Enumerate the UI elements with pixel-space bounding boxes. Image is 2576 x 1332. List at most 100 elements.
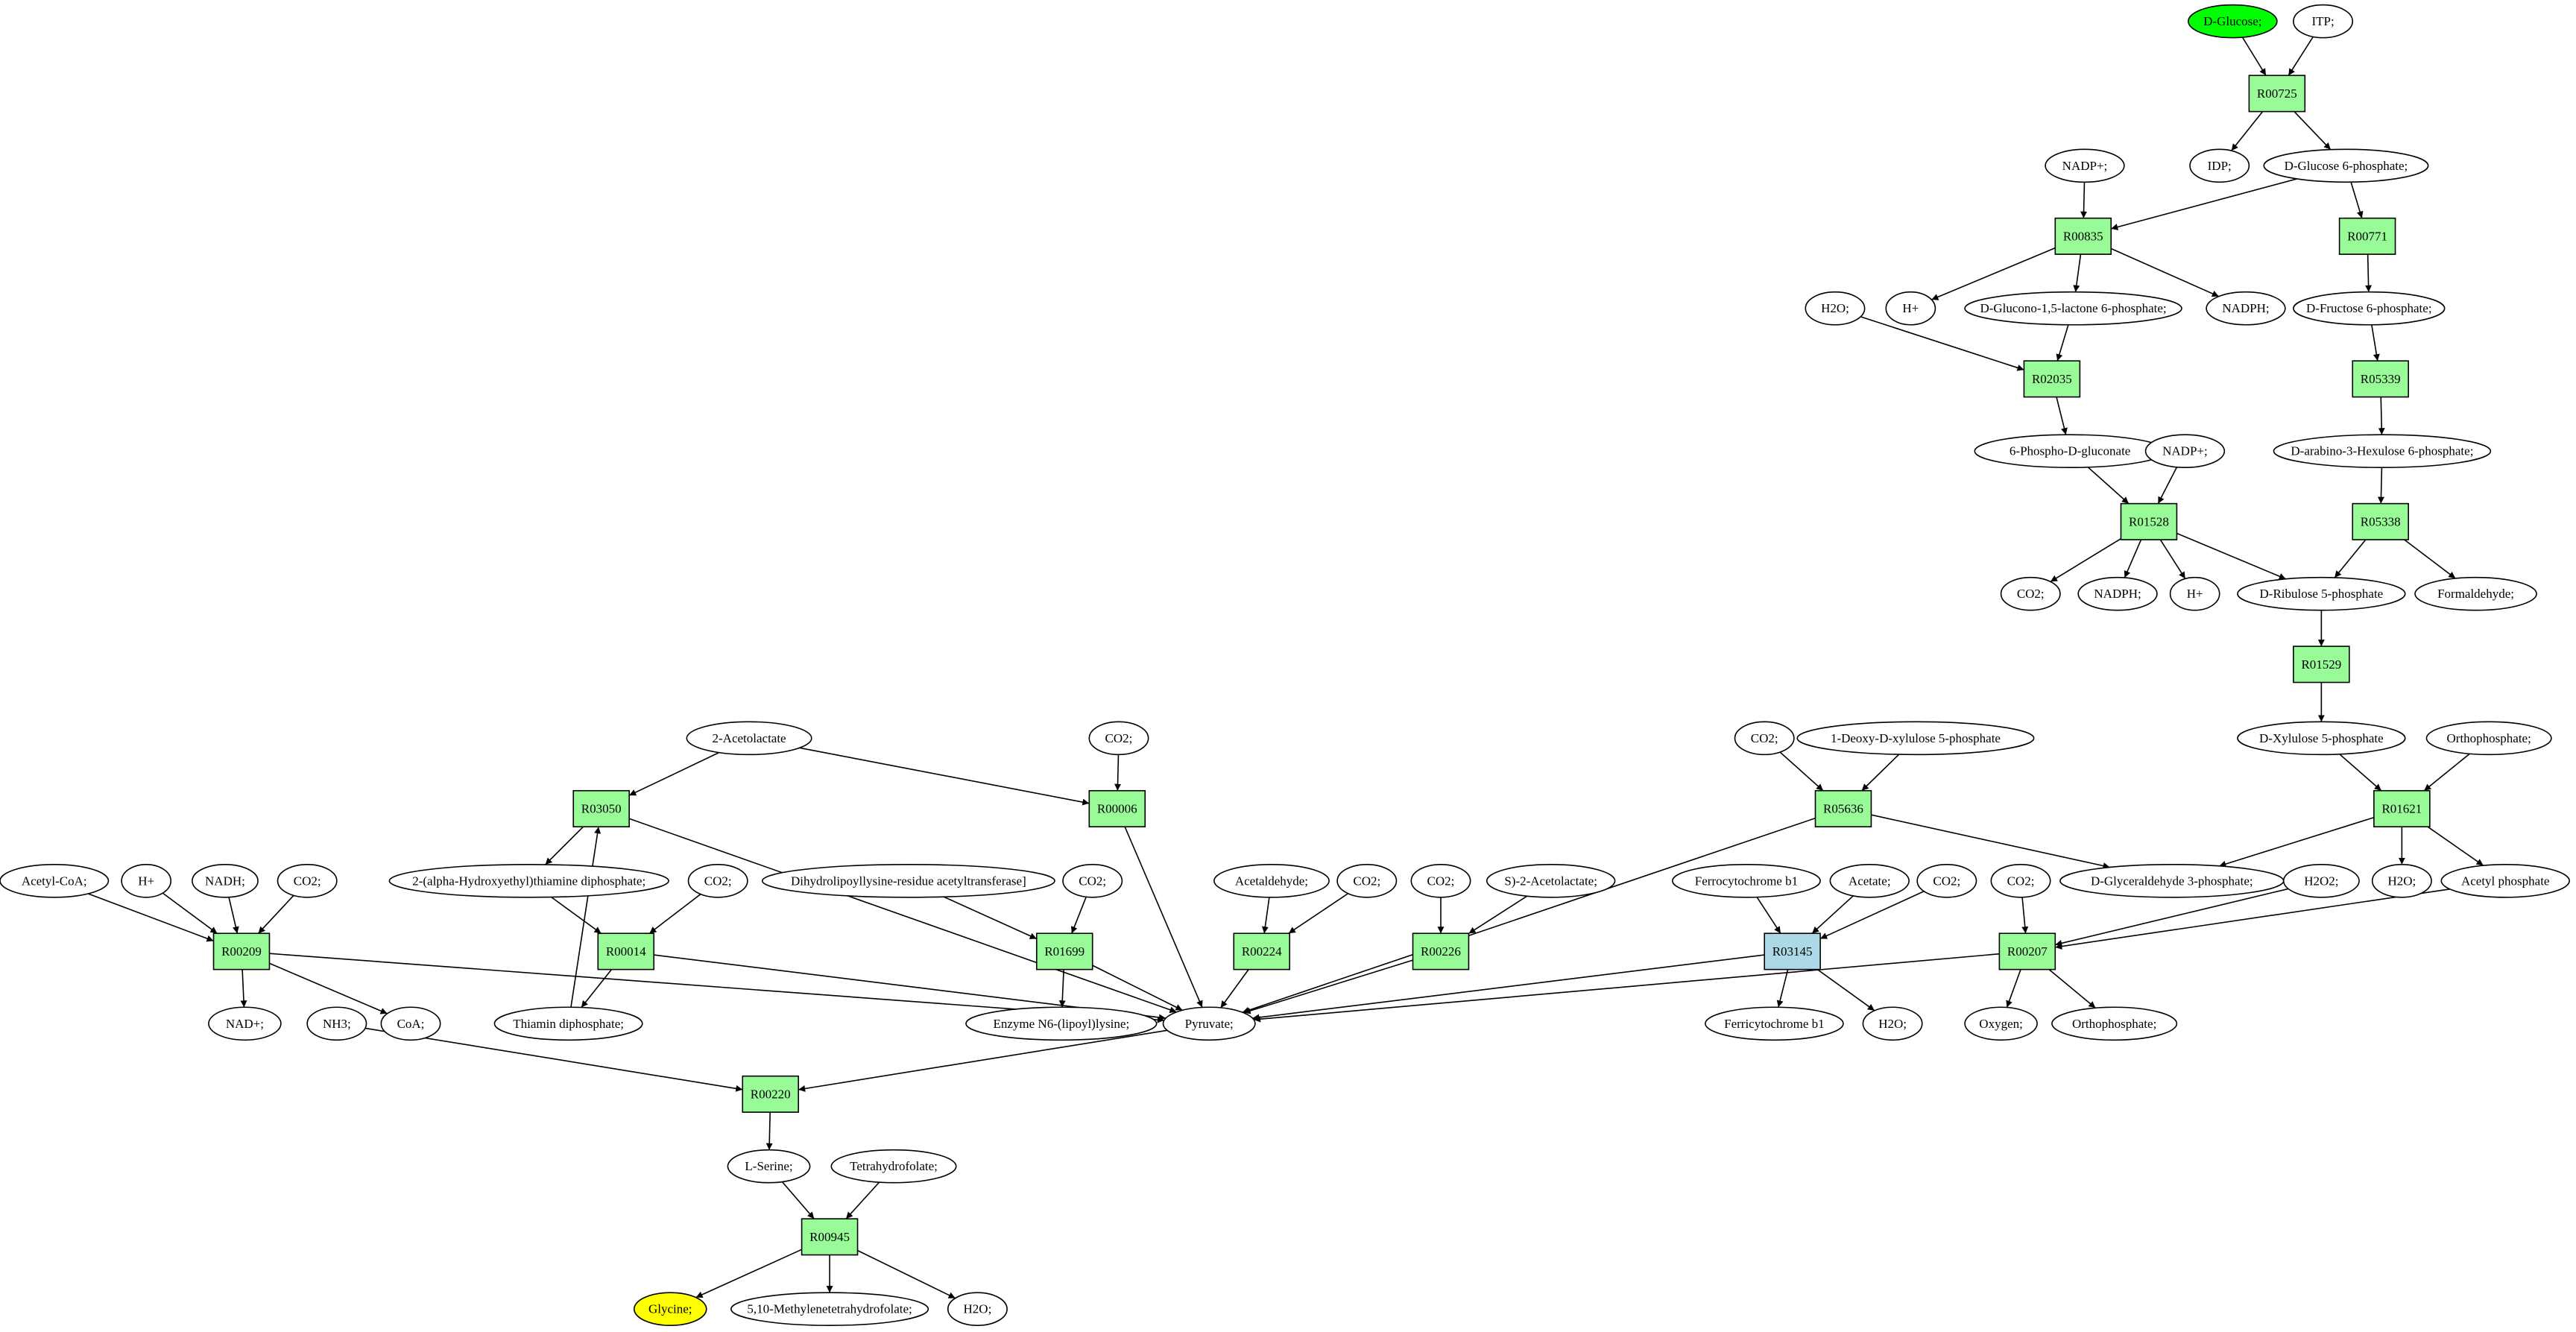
edge-dihydrolipoyl-to-r01699 (943, 896, 1038, 940)
compound-node-h2o4[interactable]: H2O; (947, 1292, 1008, 1326)
reaction-node-r00209[interactable]: R00209 (212, 932, 271, 970)
compound-node-ferricytochrome[interactable]: Ferricytochrome b1 (1705, 1006, 1844, 1041)
compound-node-xylulose[interactable]: D-Xylulose 5-phosphate (2237, 721, 2406, 756)
compound-label: Acetate; (1849, 874, 1891, 888)
compound-node-hplus1[interactable]: H+ (1885, 291, 1936, 326)
reaction-node-r00945[interactable]: R00945 (801, 1218, 859, 1256)
compound-node-co2-3[interactable]: CO2; (1734, 721, 1795, 756)
compound-node-dihydrolipoyl[interactable]: Dihydrolipoyllysine-residue acetyltransf… (761, 863, 1055, 898)
compound-node-nadph1[interactable]: NADPH; (2206, 291, 2286, 326)
compound-node-h2o3[interactable]: H2O; (1862, 1006, 1923, 1041)
compound-node-co2-6[interactable]: CO2; (1062, 863, 1123, 898)
compound-node-hexulose[interactable]: D-arabino-3-Hexulose 6-phosphate; (2273, 434, 2492, 469)
compound-node-hplus3[interactable]: H+ (121, 863, 172, 898)
compound-node-ribulose[interactable]: D-Ribulose 5-phosphate (2237, 576, 2406, 611)
compound-node-co2-4[interactable]: CO2; (277, 863, 338, 898)
reaction-node-r00226[interactable]: R00226 (1412, 932, 1470, 970)
compound-node-glucose[interactable]: D-Glucose; (2188, 4, 2278, 39)
compound-node-co2-7[interactable]: CO2; (1336, 863, 1398, 898)
compound-label: CO2; (1427, 874, 1455, 888)
compound-shape (0, 863, 110, 898)
compound-node-h2o1[interactable]: H2O; (1805, 291, 1866, 326)
reaction-box (1233, 932, 1291, 970)
compound-node-g3p[interactable]: D-Glyceraldehyde 3-phosphate; (2059, 863, 2285, 898)
compound-node-s-acetolactate[interactable]: S)-2-Acetolactate; (1486, 863, 1616, 898)
reaction-node-r05339[interactable]: R05339 (2352, 360, 2409, 398)
compound-shape (2414, 576, 2537, 611)
compound-node-co2-5[interactable]: CO2; (687, 863, 748, 898)
reaction-node-r00224[interactable]: R00224 (1233, 932, 1291, 970)
compound-node-thiamindp[interactable]: Thiamin diphosphate; (493, 1006, 643, 1041)
compound-node-f6p[interactable]: D-Fructose 6-phosphate; (2293, 291, 2446, 326)
compound-shape (493, 1006, 643, 1041)
reaction-node-r03145[interactable]: R03145 (1764, 932, 1821, 970)
reaction-label: R05339 (2361, 372, 2401, 386)
compound-node-itp[interactable]: ITP; (2293, 4, 2354, 39)
compound-node-pyruvate[interactable]: Pyruvate; (1162, 1006, 1256, 1041)
compound-node-nadp1[interactable]: NADP+; (2045, 148, 2125, 183)
compound-node-lipoyllysine[interactable]: Enzyme N6-(lipoyl)lysine; (965, 1006, 1158, 1041)
compound-node-acetate[interactable]: Acetate; (1829, 863, 1910, 898)
compound-node-orthophosphate1[interactable]: Orthophosphate; (2425, 721, 2552, 756)
compound-node-nadp2[interactable]: NADP+; (2144, 434, 2226, 469)
reaction-node-r00014[interactable]: R00014 (597, 932, 655, 970)
reaction-node-r05338[interactable]: R05338 (2352, 502, 2409, 540)
compound-node-co2-2[interactable]: CO2; (1088, 721, 1149, 756)
compound-node-gluconolactone[interactable]: D-Glucono-1,5-lactone 6-phosphate; (1964, 291, 2182, 326)
compound-node-idp[interactable]: IDP; (2189, 148, 2250, 183)
edge-r00207-to-orthophosphate2 (2048, 969, 2096, 1009)
compound-node-methylenethf[interactable]: 5,10-Methylenetetrahydrofolate; (730, 1292, 929, 1326)
reaction-node-r01699[interactable]: R01699 (1035, 932, 1093, 970)
compound-node-acetolactate[interactable]: 2-Acetolactate (686, 721, 812, 756)
compound-node-nh3[interactable]: NH3; (306, 1006, 367, 1041)
reaction-node-r01528[interactable]: R01528 (2120, 502, 2178, 540)
reaction-node-r00725[interactable]: R00725 (2248, 75, 2306, 113)
reaction-node-r00006[interactable]: R00006 (1088, 789, 1146, 827)
compound-node-thf[interactable]: Tetrahydrofolate; (830, 1149, 957, 1184)
compound-node-h2o2-a[interactable]: H2O2; (2282, 863, 2360, 898)
reaction-node-r00207[interactable]: R00207 (1998, 932, 2056, 970)
reaction-node-r03050[interactable]: R03050 (572, 789, 630, 827)
compound-node-glycine[interactable]: Glycine; (633, 1292, 707, 1326)
compound-node-formaldehyde[interactable]: Formaldehyde; (2414, 576, 2537, 611)
compound-node-h2o2[interactable]: H2O; (2371, 863, 2432, 898)
compound-shape (2425, 721, 2552, 756)
compound-node-deoxyxylulose[interactable]: 1-Deoxy-D-xylulose 5-phosphate (1796, 721, 2035, 756)
reaction-box (801, 1218, 859, 1256)
compound-label: H2O; (964, 1302, 992, 1316)
reaction-box (572, 789, 630, 827)
edge-r02035-to-pgluconate (2056, 397, 2068, 435)
compound-shape (761, 863, 1055, 898)
reaction-node-r00220[interactable]: R00220 (742, 1075, 799, 1113)
reaction-node-r01621[interactable]: R01621 (2373, 789, 2431, 827)
reaction-node-r05636[interactable]: R05636 (1814, 789, 1872, 827)
compound-node-g6p[interactable]: D-Glucose 6-phosphate; (2263, 148, 2429, 183)
compound-node-acetaldehyde[interactable]: Acetaldehyde; (1213, 863, 1330, 898)
compound-node-orthophosphate2[interactable]: Orthophosphate; (2051, 1006, 2178, 1041)
reaction-node-r00835[interactable]: R00835 (2054, 217, 2112, 255)
reaction-node-r02035[interactable]: R02035 (2023, 360, 2081, 398)
compound-node-co2-10[interactable]: CO2; (1990, 863, 2051, 898)
reaction-node-r01529[interactable]: R01529 (2293, 646, 2350, 684)
reaction-label: R02035 (2032, 372, 2072, 386)
reaction-node-r00771[interactable]: R00771 (2338, 217, 2396, 255)
compound-node-coa[interactable]: CoA; (380, 1006, 441, 1041)
compound-label: Ferricytochrome b1 (1724, 1017, 1825, 1031)
compound-shape (727, 1149, 811, 1184)
compound-node-co2-8[interactable]: CO2; (1410, 863, 1471, 898)
compound-node-hplus2[interactable]: H+ (2169, 576, 2220, 611)
reaction-label: R01621 (2381, 801, 2422, 815)
compound-node-ferrocytochrome[interactable]: Ferrocytochrome b1 (1671, 863, 1821, 898)
compound-node-co2-1[interactable]: CO2; (2000, 576, 2061, 611)
compound-node-nadph2[interactable]: NADPH; (2077, 576, 2158, 611)
compound-node-nad[interactable]: NAD+; (208, 1006, 282, 1041)
compound-label: D-Ribulose 5-phosphate (2260, 587, 2384, 601)
compound-node-hethiamine[interactable]: 2-(alpha-Hydroxyethyl)thiamine diphospha… (388, 863, 669, 898)
compound-node-oxygen[interactable]: Oxygen; (1964, 1006, 2038, 1041)
compound-node-nadh[interactable]: NADH; (192, 863, 259, 898)
compound-node-pgluconate[interactable]: 6-Phospho-D-gluconate (1974, 434, 2166, 469)
compound-node-acetylphosphate[interactable]: Acetyl phosphate (2440, 863, 2570, 898)
compound-node-serine[interactable]: L-Serine; (727, 1149, 811, 1184)
compound-node-acetylcoa[interactable]: Acetyl-CoA; (0, 863, 110, 898)
compound-node-co2-9[interactable]: CO2; (1916, 863, 1977, 898)
